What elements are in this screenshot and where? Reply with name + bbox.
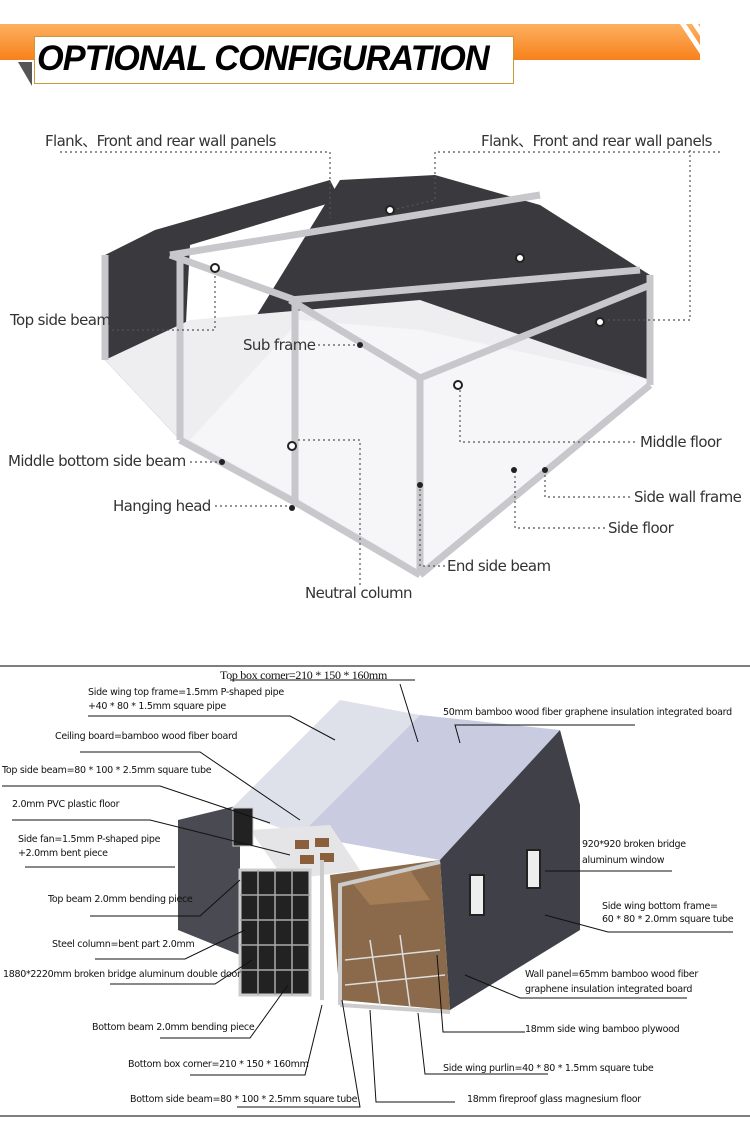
label-side-fan-2: +2.0mm bent piece (18, 848, 108, 859)
label-window-1: 920*920 broken bridge (582, 839, 686, 850)
label-side-floor: Side floor (608, 519, 674, 537)
label-flank-left: Flank、Front and rear wall panels (45, 132, 276, 150)
label-side-fan-1: Side fan=1.5mm P-shaped pipe (18, 834, 161, 845)
label-middle-floor: Middle floor (640, 433, 722, 451)
label-sub-frame: Sub frame (243, 336, 316, 354)
banner-stripes-decoration (680, 24, 734, 60)
label-side-wing-bottom-frame-2: 60 * 80 * 2.0mm square tube (602, 914, 734, 925)
label-wall-panel-2: graphene insulation integrated board (525, 984, 693, 995)
frame-structure-illustration (60, 150, 720, 585)
label-window-2: aluminum window (582, 855, 665, 866)
label-bottom-beam: Bottom beam 2.0mm bending piece (92, 1022, 255, 1033)
title-shadow (18, 62, 32, 86)
label-side-wing-top-frame-1: Side wing top frame=1.5mm P-shaped pipe (88, 687, 284, 698)
label-ceiling-board: Ceiling board=bamboo wood fiber board (55, 731, 238, 742)
label-double-door: 1880*2220mm broken bridge aluminum doubl… (3, 969, 241, 980)
title-box: OPTIONAL CONFIGURATION (34, 36, 514, 84)
label-pvc-floor: 2.0mm PVC plastic floor (12, 799, 120, 810)
label-wall-panel-1: Wall panel=65mm bamboo wood fiber (525, 969, 698, 980)
label-neutral-column: Neutral column (305, 584, 413, 602)
label-plywood: 18mm side wing bamboo plywood (525, 1024, 680, 1035)
label-steel-column: Steel column=bent part 2.0mm (52, 939, 195, 950)
label-top-box-corner: Top box corner=210 * 150 * 160mm (220, 668, 387, 682)
label-insulation-board: 50mm bamboo wood fiber graphene insulati… (443, 707, 732, 718)
label-end-side-beam: End side beam (447, 557, 551, 575)
label-hanging-head: Hanging head (113, 497, 211, 515)
page-title: OPTIONAL CONFIGURATION (37, 39, 490, 78)
label-side-wall-frame: Side wall frame (634, 488, 742, 506)
label-top-side-beam-spec: Top side beam=80 * 100 * 2.5mm square tu… (2, 765, 212, 776)
label-purlin: Side wing purlin=40 * 80 * 1.5mm square … (443, 1063, 654, 1074)
label-side-wing-top-frame-2: +40 * 80 * 1.5mm square pipe (88, 701, 226, 712)
label-bottom-box-corner: Bottom box corner=210 * 150 * 160mm (128, 1059, 309, 1070)
label-bottom-side-beam: Bottom side beam=80 * 100 * 2.5mm square… (130, 1094, 358, 1105)
label-middle-bottom-side-beam: Middle bottom side beam (8, 452, 186, 470)
label-mgo-floor: 18mm fireproof glass magnesium floor (467, 1094, 641, 1105)
label-top-beam: Top beam 2.0mm bending piece (48, 894, 193, 905)
label-top-side-beam: Top side beam (10, 311, 111, 329)
label-side-wing-bottom-frame-1: Side wing bottom frame= (602, 901, 718, 912)
label-flank-right: Flank、Front and rear wall panels (481, 132, 712, 150)
